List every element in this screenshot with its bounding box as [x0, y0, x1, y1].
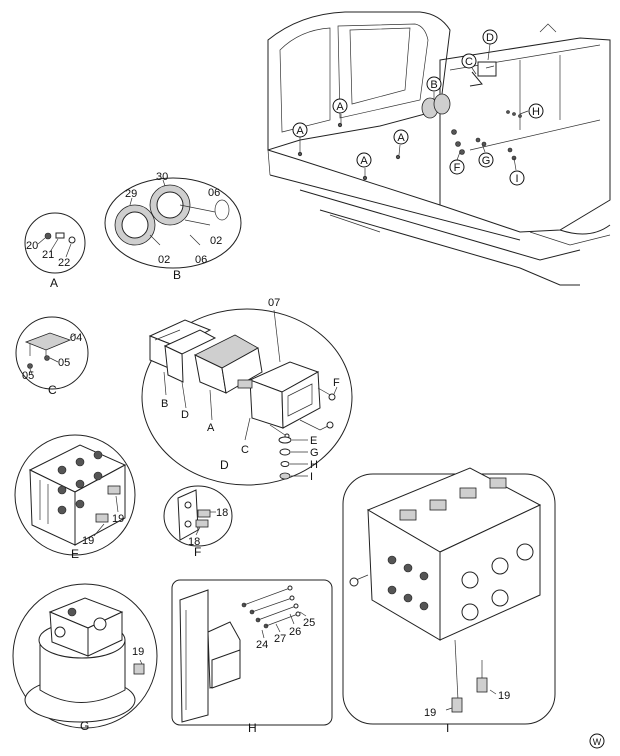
label-19-right: 19: [112, 513, 124, 525]
svg-text:A: A: [397, 132, 405, 144]
label-26: 26: [289, 626, 301, 638]
machine-overview: [267, 11, 611, 286]
label-19-right: 19: [498, 690, 510, 702]
callout-h: H: [528, 103, 544, 119]
label-05-left: 05: [22, 370, 34, 382]
label-21: 21: [42, 249, 54, 261]
label-27: 27: [274, 633, 286, 645]
label-19-left: 19: [424, 707, 436, 719]
callout-d: D: [482, 29, 498, 45]
detail-b: 29 30 06 02 02 06 B: [104, 171, 242, 282]
callout-a-4: A: [393, 129, 409, 145]
callout-c: C: [461, 53, 477, 69]
callout-a-1: A: [292, 122, 308, 138]
svg-text:B: B: [430, 79, 437, 91]
label-f: F: [333, 377, 340, 389]
detail-c-caption: C: [48, 383, 57, 397]
svg-text:A: A: [296, 125, 304, 137]
label-06-top: 06: [208, 187, 220, 199]
callout-a-3: A: [356, 152, 372, 168]
detail-d: 07 B D A C F E G H I D: [141, 297, 353, 486]
svg-text:C: C: [465, 56, 473, 68]
label-29: 29: [125, 188, 137, 200]
label-a: A: [207, 422, 215, 434]
svg-text:A: A: [336, 101, 344, 113]
label-04: 04: [70, 332, 82, 344]
svg-text:A: A: [360, 155, 368, 167]
detail-e-caption: E: [71, 547, 79, 561]
detail-a-caption: A: [50, 276, 58, 290]
callout-g: G: [478, 152, 494, 168]
detail-h-caption: H: [248, 721, 257, 735]
label-30: 30: [156, 171, 168, 183]
callout-i: I: [509, 170, 525, 186]
svg-text:F: F: [454, 162, 461, 174]
label-02-bottom: 02: [158, 254, 170, 266]
label-d: D: [181, 409, 189, 421]
label-19-bottom: 19: [82, 535, 94, 547]
detail-a: 20 21 22 A: [24, 212, 86, 290]
svg-text:H: H: [532, 106, 540, 118]
detail-d-caption: D: [220, 458, 229, 472]
detail-f: 18 18 F: [163, 485, 233, 559]
label-25: 25: [303, 617, 315, 629]
detail-g: 19 G: [12, 583, 158, 733]
svg-text:D: D: [486, 32, 494, 44]
svg-text:G: G: [482, 155, 491, 167]
callout-f: F: [449, 159, 465, 175]
label-19: 19: [132, 646, 144, 658]
label-05-right: 05: [58, 357, 70, 369]
label-02-right: 02: [210, 235, 222, 247]
label-18-right: 18: [216, 507, 228, 519]
detail-f-caption: F: [194, 545, 201, 559]
detail-b-caption: B: [173, 268, 181, 282]
label-18-bottom: 18: [188, 536, 200, 548]
svg-text:I: I: [515, 173, 518, 185]
label-g: G: [310, 447, 319, 459]
label-i: I: [310, 471, 313, 483]
detail-e: 19 19 E: [14, 434, 136, 561]
label-b: B: [161, 398, 168, 410]
label-c: C: [241, 444, 249, 456]
label-h: H: [310, 459, 318, 471]
detail-g-caption: G: [80, 719, 89, 733]
callout-a-2: A: [332, 98, 348, 114]
detail-h: 24 27 26 25 H: [171, 579, 333, 735]
label-20: 20: [26, 240, 38, 252]
callout-b: B: [426, 76, 442, 92]
detail-i-caption: I: [446, 721, 449, 735]
detail-c: 04 05 05 C: [15, 316, 89, 397]
svg-text:W: W: [593, 737, 602, 747]
detail-i: 19 19 I: [342, 467, 556, 735]
corner-mark: W: [589, 733, 605, 749]
label-07: 07: [268, 297, 280, 309]
label-06-bottom: 06: [195, 254, 207, 266]
label-24: 24: [256, 639, 268, 651]
label-22: 22: [58, 257, 70, 269]
label-e: E: [310, 435, 317, 447]
